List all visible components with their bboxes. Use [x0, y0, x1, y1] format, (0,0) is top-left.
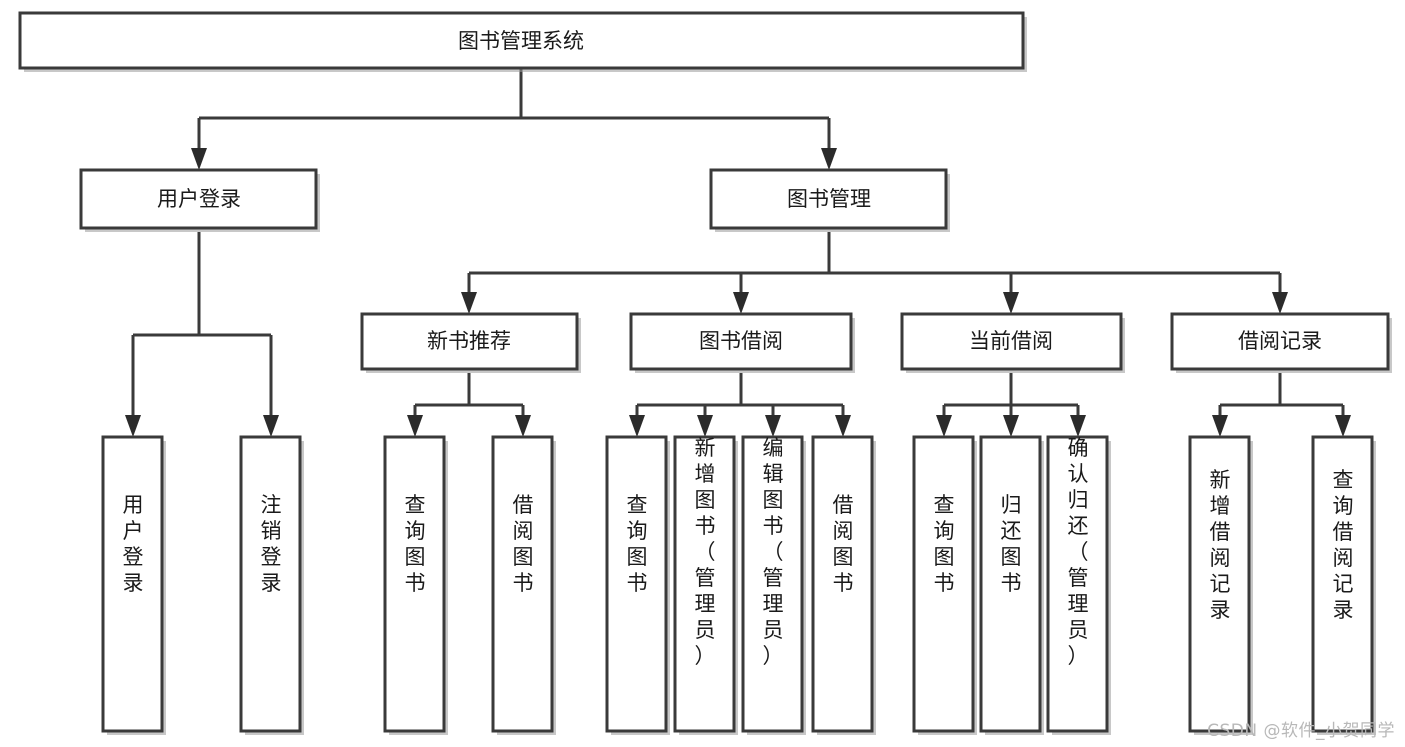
node-borrow-record-box — [1170, 312, 1390, 371]
arrow-leaf-borrow-book-1 — [515, 415, 531, 437]
arrow-leaf-query-book-3 — [936, 415, 952, 437]
node-leaf-borrow-book-2[interactable]: 借阅图书 — [811, 435, 876, 735]
node-leaf-add-book-box — [673, 435, 736, 733]
node-root[interactable]: 图书管理系统 — [18, 11, 1027, 72]
node-leaf-query-record-label: 查询借阅记录 — [1333, 468, 1354, 622]
node-leaf-confirm-return[interactable]: 确认归还（管理员） — [1046, 435, 1111, 735]
node-book-management-label: 图书管理 — [787, 187, 871, 211]
arrow-book-borrow — [733, 292, 749, 314]
connector-layer — [125, 68, 1351, 437]
node-leaf-borrow-book-1[interactable]: 借阅图书 — [491, 435, 556, 735]
node-leaf-borrow-book-1-label: 借阅图书 — [513, 493, 534, 595]
node-leaf-query-book-3-label: 查询图书 — [934, 493, 955, 595]
node-leaf-logout-login-label: 注销登录 — [261, 493, 282, 595]
arrow-leaf-logout-login — [263, 415, 279, 437]
arrow-leaf-query-record — [1335, 415, 1351, 437]
node-leaf-logout-login-box — [239, 435, 302, 733]
node-leaf-edit-book[interactable]: 编辑图书（管理员） — [741, 435, 806, 735]
node-new-book-recommend[interactable]: 新书推荐 — [360, 312, 581, 373]
arrow-leaf-user-login — [125, 415, 141, 437]
arrow-leaf-add-book — [697, 415, 713, 437]
node-leaf-add-book-label: 新增图书（管理员） — [695, 436, 716, 668]
node-current-borrow-label: 当前借阅 — [969, 329, 1053, 353]
node-book-management-box — [709, 168, 948, 230]
node-book-borrow-label: 图书借阅 — [699, 329, 783, 353]
arrow-leaf-add-record — [1212, 415, 1228, 437]
node-book-borrow-box — [629, 312, 853, 371]
node-leaf-query-book-3[interactable]: 查询图书 — [912, 435, 977, 735]
arrow-current-borrow — [1003, 292, 1019, 314]
node-new-book-recommend-label: 新书推荐 — [427, 329, 511, 353]
node-leaf-confirm-return-label: 确认归还（管理员） — [1068, 436, 1089, 668]
node-leaf-query-book-2-label: 查询图书 — [627, 493, 648, 595]
node-leaf-edit-book-label: 编辑图书（管理员） — [763, 436, 784, 668]
node-borrow-record[interactable]: 借阅记录 — [1170, 312, 1392, 373]
node-leaf-user-login-label: 用户登录 — [123, 493, 144, 595]
csdn-watermark: CSDN @软件_小贺同学 — [1207, 721, 1395, 741]
node-current-borrow[interactable]: 当前借阅 — [900, 312, 1125, 373]
node-borrow-record-label: 借阅记录 — [1238, 329, 1322, 353]
node-leaf-add-record[interactable]: 新增借阅记录 — [1188, 435, 1253, 735]
node-user-login-label: 用户登录 — [157, 187, 241, 211]
node-leaf-query-book-3-box — [912, 435, 975, 733]
node-leaf-return-book[interactable]: 归还图书 — [979, 435, 1044, 735]
node-new-book-recommend-box — [360, 312, 579, 371]
arrow-leaf-edit-book — [765, 415, 781, 437]
node-leaf-confirm-return-box — [1046, 435, 1109, 733]
arrow-leaf-return-book — [1003, 415, 1019, 437]
node-leaf-query-record-box — [1311, 435, 1374, 733]
node-leaf-query-book-1-box — [383, 435, 446, 733]
node-leaf-borrow-book-2-label: 借阅图书 — [833, 493, 854, 595]
arrow-leaf-query-book-2 — [629, 415, 645, 437]
node-leaf-add-book[interactable]: 新增图书（管理员） — [673, 435, 738, 735]
node-book-management[interactable]: 图书管理 — [709, 168, 950, 232]
arrow-new-book-recommend — [461, 292, 477, 314]
node-book-borrow[interactable]: 图书借阅 — [629, 312, 855, 373]
arrow-book-management — [821, 148, 837, 170]
node-current-borrow-box — [900, 312, 1123, 371]
node-root-label: 图书管理系统 — [458, 29, 584, 53]
node-leaf-query-record[interactable]: 查询借阅记录 — [1311, 435, 1376, 735]
node-leaf-query-book-1[interactable]: 查询图书 — [383, 435, 448, 735]
node-root-box — [18, 11, 1025, 70]
node-leaf-return-book-label: 归还图书 — [1001, 493, 1022, 595]
node-leaf-add-record-box — [1188, 435, 1251, 733]
node-leaf-user-login-box — [101, 435, 164, 733]
node-leaf-add-record-label: 新增借阅记录 — [1210, 468, 1231, 622]
node-leaf-query-book-2[interactable]: 查询图书 — [605, 435, 670, 735]
node-leaf-return-book-box — [979, 435, 1042, 733]
node-leaf-user-login[interactable]: 用户登录 — [101, 435, 166, 735]
node-leaf-edit-book-box — [741, 435, 804, 733]
arrow-leaf-query-book-1 — [407, 415, 423, 437]
node-user-login-box — [79, 168, 318, 230]
node-leaf-borrow-book-2-box — [811, 435, 874, 733]
arrow-borrow-record — [1272, 292, 1288, 314]
node-leaf-query-book-1-label: 查询图书 — [405, 493, 426, 595]
arrow-leaf-confirm-return — [1070, 415, 1086, 437]
node-user-login[interactable]: 用户登录 — [79, 168, 320, 232]
arrow-user-login — [191, 148, 207, 170]
node-leaf-query-book-2-box — [605, 435, 668, 733]
node-leaf-borrow-book-1-box — [491, 435, 554, 733]
arrow-leaf-borrow-book-2 — [835, 415, 851, 437]
node-leaf-logout-login[interactable]: 注销登录 — [239, 435, 304, 735]
